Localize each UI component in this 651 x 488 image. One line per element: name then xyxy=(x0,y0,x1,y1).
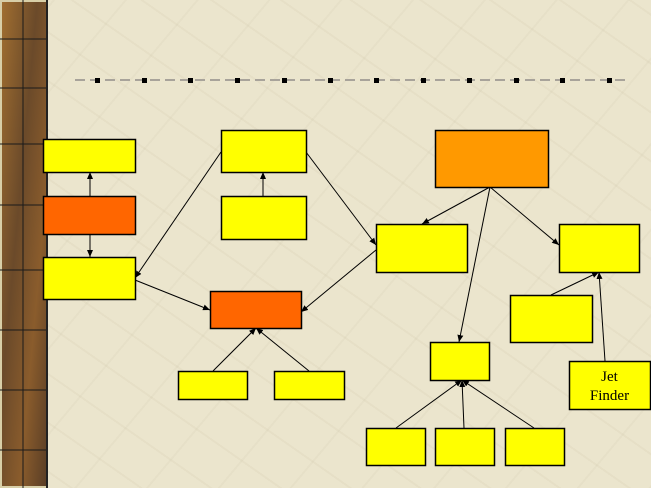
node-box-i1[interactable] xyxy=(365,427,427,467)
box-label-line2: Finder xyxy=(590,388,629,404)
timeline-marker xyxy=(235,78,240,83)
box-shape xyxy=(273,370,346,401)
arrow-j-to-f xyxy=(596,271,606,362)
node-box-a2[interactable] xyxy=(42,195,137,236)
arrow-d-to-e xyxy=(421,186,491,225)
arrow-d-to-h xyxy=(457,186,491,343)
timeline-marker xyxy=(421,78,426,83)
node-box-i3[interactable] xyxy=(504,427,566,467)
timeline-marker xyxy=(514,78,519,83)
box-shape xyxy=(42,256,137,301)
arrow-e-to-c xyxy=(300,249,377,313)
arrow-b1-to-e xyxy=(305,151,377,246)
box-shape xyxy=(209,290,303,330)
arrow-d-to-f xyxy=(489,186,560,246)
arrow-i3-to-h xyxy=(461,379,535,429)
timeline-marker xyxy=(560,78,565,83)
timeline-marker xyxy=(188,78,193,83)
box-label-line1: Jet xyxy=(601,369,618,385)
arrow-c2-to-c xyxy=(255,327,310,372)
node-box-c2[interactable] xyxy=(273,370,346,401)
arrow-b1-to-a3 xyxy=(134,151,222,279)
arrow-i1-to-h xyxy=(395,379,463,429)
box-shape xyxy=(504,427,566,467)
box-shape xyxy=(42,138,137,174)
timeline-marker xyxy=(282,78,287,83)
timeline-marker xyxy=(95,78,100,83)
arrow-g-to-f xyxy=(550,271,600,296)
node-box-g[interactable] xyxy=(509,294,594,344)
box-shape xyxy=(429,341,491,382)
box-shape xyxy=(375,223,469,274)
timeline-marker xyxy=(607,78,612,83)
node-box-h[interactable] xyxy=(429,341,491,382)
box-shape xyxy=(434,427,496,467)
box-shape xyxy=(365,427,427,467)
box-shape xyxy=(177,370,249,401)
dashed-timeline xyxy=(75,78,628,83)
decorative-side-strip xyxy=(0,0,48,488)
timeline-marker xyxy=(467,78,472,83)
node-box-d[interactable] xyxy=(434,129,550,189)
timeline-marker xyxy=(328,78,333,83)
node-box-f[interactable] xyxy=(558,223,641,274)
node-box-e[interactable] xyxy=(375,223,469,274)
arrow-i2-to-h xyxy=(459,379,466,429)
timeline-marker xyxy=(142,78,147,83)
arrow-c1-to-c xyxy=(212,327,257,372)
arrow-a3-to-c xyxy=(134,279,211,311)
box-shape xyxy=(42,195,137,236)
node-box-a1[interactable] xyxy=(42,138,137,174)
timeline-marker xyxy=(374,78,379,83)
box-shape xyxy=(434,129,550,189)
node-box-b1[interactable] xyxy=(220,129,308,174)
node-box-b2[interactable] xyxy=(220,195,308,241)
box-shape xyxy=(509,294,594,344)
box-shape xyxy=(220,129,308,174)
box-shape xyxy=(220,195,308,241)
box-shape xyxy=(568,360,651,411)
node-box-a3[interactable] xyxy=(42,256,137,301)
node-box-c1[interactable] xyxy=(177,370,249,401)
box-shape xyxy=(558,223,641,274)
node-box-i2[interactable] xyxy=(434,427,496,467)
node-box-c[interactable] xyxy=(209,290,303,330)
